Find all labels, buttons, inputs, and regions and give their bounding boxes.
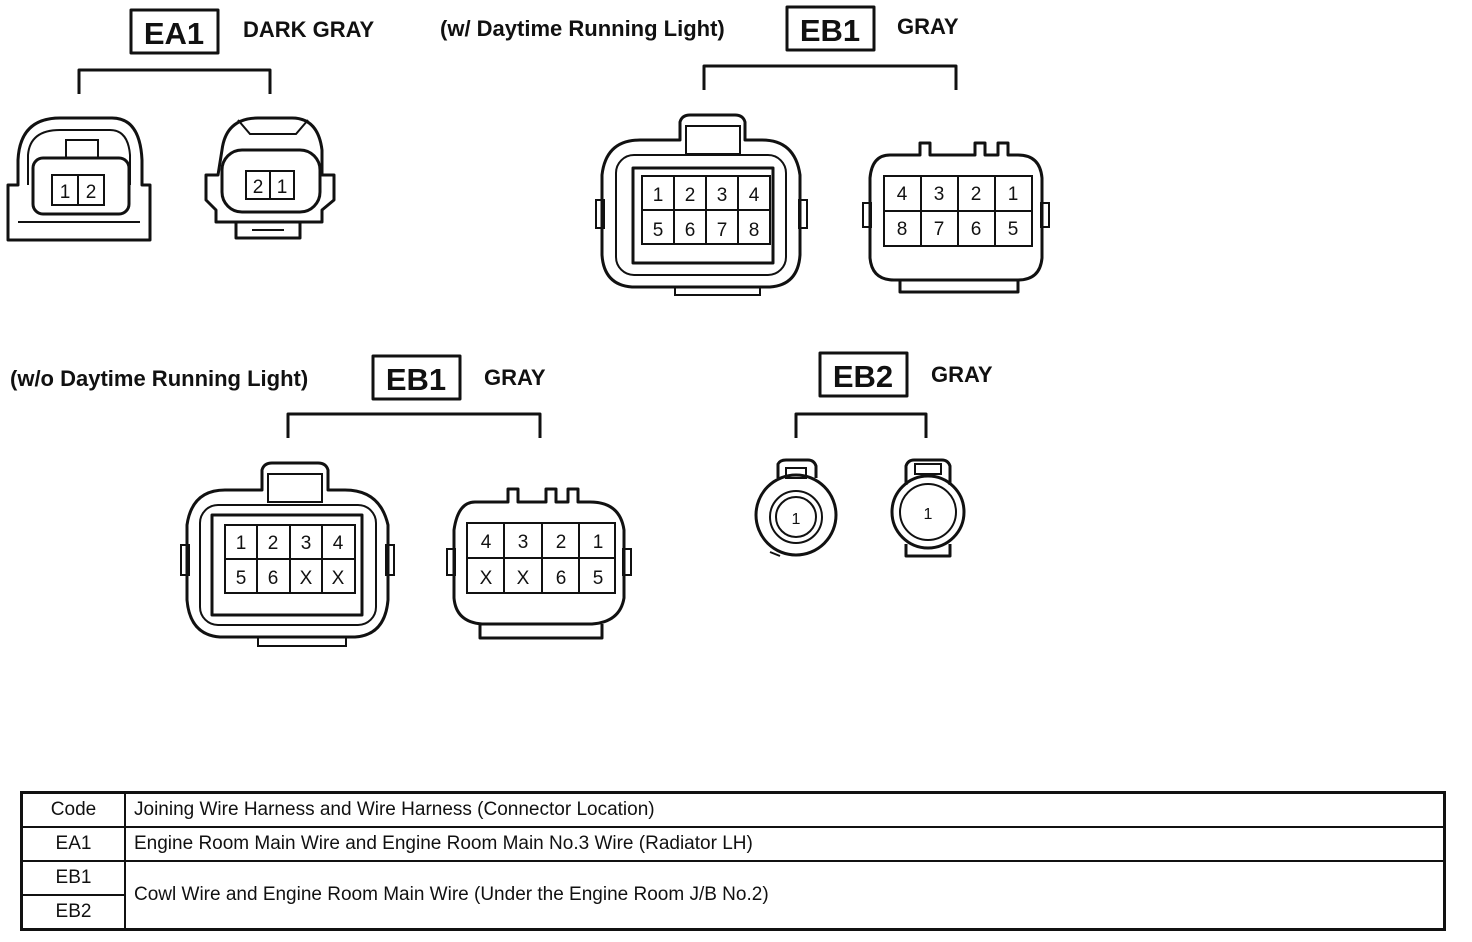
legend-row: EA1 Engine Room Main Wire and Engine Roo…: [20, 826, 1446, 862]
eb2-color: GRAY: [931, 362, 993, 387]
eb1-wo-left-pin: 6: [268, 568, 279, 589]
ea1-color: DARK GRAY: [243, 17, 375, 42]
eb1-wo-left-pin: 3: [301, 533, 312, 554]
ea1-right-pin-1: 2: [253, 177, 264, 198]
eb1-w-left-connector: 1 2 3 4 5 6 7 8: [595, 113, 808, 296]
eb1-w-code: EB1: [800, 13, 860, 48]
eb1-wo-right-pin: 6: [556, 568, 567, 589]
eb1-w-right-pin: 6: [971, 219, 982, 240]
eb1-wo-code-box: [371, 354, 462, 401]
ea1-right-connector: 2 1: [204, 116, 336, 240]
legend-row: EB2: [20, 894, 1445, 931]
eb2-right-pin: 1: [924, 506, 933, 523]
eb1-w-header: (w/ Daytime Running Light) EB1 GRAY: [440, 5, 959, 90]
eb1-wo-right-pin: X: [517, 568, 530, 589]
ea1-right-pin-2: 1: [277, 177, 288, 198]
eb1-w-left-pin: 4: [749, 185, 760, 206]
eb1-w-left-pin: 5: [653, 220, 664, 241]
eb1-wo-right-pin: 1: [593, 532, 604, 553]
eb1-wo-right-pin: 3: [518, 532, 529, 553]
eb1-w-code-box: [785, 5, 876, 52]
eb1-w-right-connector: 4 3 2 1 8 7 6 5: [862, 141, 1050, 294]
eb1-w-left-pin: 2: [685, 185, 696, 206]
eb1-wo-right-pin: 5: [593, 568, 604, 589]
eb1-w-color: GRAY: [897, 14, 959, 39]
eb1-w-right-pin: 4: [897, 184, 908, 205]
eb1-w-right-pin: 3: [934, 184, 945, 205]
eb1-wo-right-pin: 4: [481, 532, 492, 553]
eb1-wo-color: GRAY: [484, 365, 546, 390]
ea1-header: EA1 DARK GRAY: [77, 8, 375, 94]
eb1-wo-bracket: [286, 412, 542, 438]
eb1-wo-left-pin: 2: [268, 533, 279, 554]
eb1-wo-left-pin: 4: [333, 533, 344, 554]
legend-header-row: Code Joining Wire Harness and Wire Harne…: [20, 791, 1446, 828]
eb1-w-right-pin: 8: [897, 219, 908, 240]
ea1-code: EA1: [144, 16, 204, 51]
ea1-left-pin-1: 1: [60, 182, 71, 203]
eb2-code-box: [818, 351, 909, 398]
eb1-wo-header: (w/o Daytime Running Light) EB1 GRAY: [10, 354, 546, 438]
eb1-w-right-pin: 5: [1008, 219, 1019, 240]
eb1-wo-code: EB1: [386, 362, 446, 397]
eb1-w-right-pin: 2: [971, 184, 982, 205]
eb1-w-left-pin: 6: [685, 220, 696, 241]
eb2-header: EB2 GRAY: [794, 351, 993, 438]
legend-row-desc: Engine Room Main Wire and Engine Room Ma…: [124, 826, 1446, 862]
eb1-w-left-pin: 1: [653, 185, 664, 206]
eb1-wo-note: (w/o Daytime Running Light): [10, 366, 308, 391]
eb1-w-left-pin: 8: [749, 220, 760, 241]
eb2-left-pin: 1: [792, 511, 801, 528]
eb2-left-connector: 1: [754, 458, 838, 557]
ea1-bracket: [77, 68, 272, 94]
eb2-code: EB2: [833, 359, 893, 394]
eb2-bracket: [794, 412, 928, 438]
legend-row-desc: Cowl Wire and Engine Room Main Wire (Und…: [124, 860, 1446, 931]
eb1-wo-right-connector: 4 3 2 1 X X 6 5: [446, 487, 632, 640]
eb1-w-right-pin: 1: [1008, 184, 1019, 205]
legend-header-desc: Joining Wire Harness and Wire Harness (C…: [124, 791, 1446, 828]
ea1-left-pin-2: 2: [86, 182, 97, 203]
eb1-w-right-pin: 7: [934, 219, 945, 240]
connector-legend-table: Code Joining Wire Harness and Wire Harne…: [20, 791, 1446, 931]
eb1-wo-right-pin: X: [480, 568, 493, 589]
eb1-wo-left-pin: X: [332, 568, 345, 589]
eb1-w-left-pin: 3: [717, 185, 728, 206]
eb1-w-bracket: [702, 64, 958, 90]
eb1-wo-left-pin: X: [300, 568, 313, 589]
eb2-right-connector: 1: [890, 458, 966, 558]
ea1-code-box: [129, 8, 220, 55]
eb1-wo-left-pin: 5: [236, 568, 247, 589]
legend-row: EB1 Cowl Wire and Engine Room Main Wire …: [20, 860, 1446, 931]
legend-row-code: EB1: [20, 860, 126, 896]
eb1-wo-right-pin: 2: [556, 532, 567, 553]
eb1-w-note: (w/ Daytime Running Light): [440, 16, 725, 41]
legend-row-code: EB2: [20, 894, 126, 931]
eb1-w-left-pin: 7: [717, 220, 728, 241]
legend-row-code: EA1: [20, 826, 126, 862]
legend-header-code: Code: [20, 791, 126, 828]
eb1-wo-left-pin: 1: [236, 533, 247, 554]
ea1-left-connector: 1 2: [6, 116, 152, 242]
eb1-wo-left-connector: 1 2 3 4 5 6 X X: [180, 461, 395, 647]
